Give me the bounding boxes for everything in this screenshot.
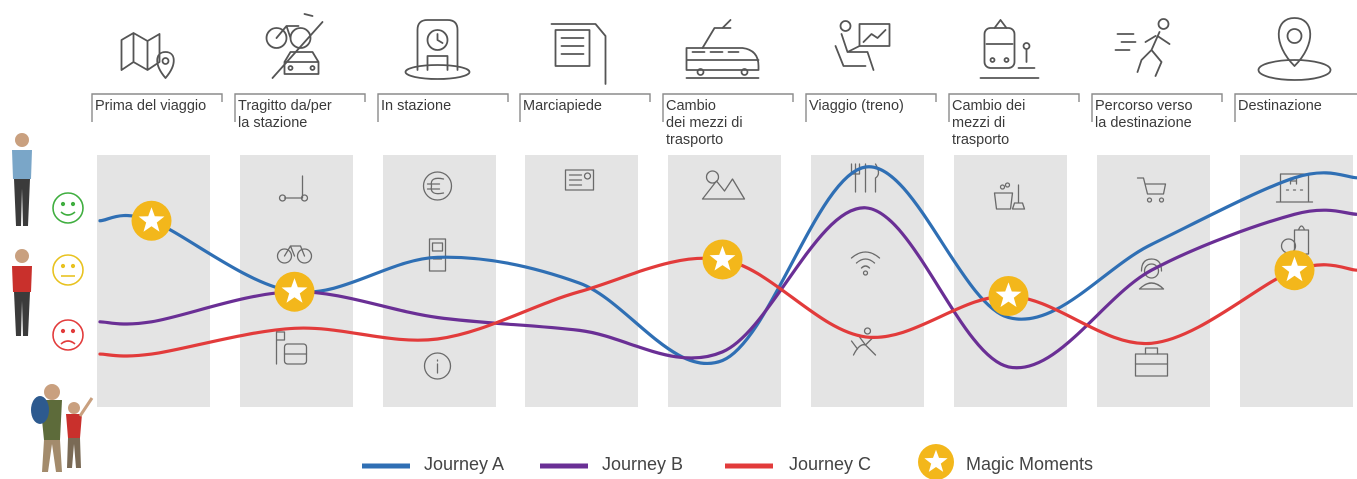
- sad-face-icon: [52, 319, 84, 351]
- magic-moment-stars: [131, 200, 1315, 316]
- stage-band: [668, 155, 781, 407]
- magic-star-icon: [918, 444, 954, 479]
- stage-brackets: [91, 93, 1357, 122]
- business-person-figure: [12, 133, 32, 226]
- stage-label: Marciapiede: [523, 98, 602, 114]
- restaurant-icon: [850, 163, 880, 193]
- stage-bracket: [1234, 93, 1357, 122]
- stage-bracket: [377, 93, 509, 122]
- stage-label: Cambio dei mezzi di trasporto: [666, 98, 743, 148]
- euro-icon: [422, 171, 453, 201]
- legend-journey-c-label: Journey C: [789, 454, 872, 474]
- tram-icon: [685, 19, 760, 79]
- magic-moment-star: [1274, 250, 1315, 291]
- stage-label: Destinazione: [1238, 98, 1322, 114]
- stage-bracket: [948, 93, 1080, 122]
- legend-star-icon: [918, 444, 954, 479]
- mountains-icon: [701, 170, 746, 200]
- relax-icon: [850, 327, 877, 356]
- luggage-icon: [1134, 347, 1169, 377]
- stage-bracket: [1091, 93, 1223, 122]
- stage-label: Prima del viaggio: [95, 98, 207, 114]
- magic-moment-star: [131, 200, 172, 241]
- train-luggage-icon: [979, 19, 1040, 79]
- neutral-face-icon: [52, 254, 84, 286]
- stage-band: [525, 155, 638, 407]
- hikers-figure: [31, 384, 94, 472]
- happy-face-icon: [52, 192, 84, 224]
- stage-band: [97, 155, 210, 407]
- stage-label: Cambio dei mezzi di trasporto: [952, 98, 1026, 148]
- legend: [362, 444, 954, 479]
- hotel-icon: [1275, 173, 1314, 203]
- emotion-faces: [52, 192, 84, 351]
- stage-bracket: [805, 93, 937, 122]
- departure-board-icon: [564, 169, 595, 191]
- info-icon: [423, 352, 452, 380]
- stage-bands: [97, 155, 1353, 407]
- stage-band: [383, 155, 496, 407]
- legend-journey-a-label: Journey A: [424, 454, 505, 474]
- magic-moment-star: [702, 239, 743, 280]
- stage-icons: [120, 13, 1332, 85]
- scooter-icon: [278, 175, 309, 202]
- stage-label: In stazione: [381, 98, 452, 114]
- destination-pin-icon: [1257, 17, 1332, 81]
- wifi-icon: [850, 251, 881, 276]
- stage-label: Tragitto da/per la stazione: [238, 98, 332, 131]
- cleaning-icon: [993, 182, 1026, 210]
- passenger-seat-icon: [834, 20, 891, 71]
- stage-bracket: [234, 93, 366, 122]
- shopping-cart-icon: [1136, 177, 1167, 203]
- stage-bracket: [519, 93, 651, 122]
- magic-moment-star: [988, 276, 1029, 316]
- walking-person-icon: [1114, 18, 1171, 77]
- station-clock-icon: [404, 19, 471, 80]
- parking-car-icon: [275, 331, 308, 365]
- persona-figures: [12, 133, 94, 472]
- stage-label: Percorso verso la destinazione: [1095, 98, 1193, 131]
- legend-magic-label: Magic Moments: [966, 454, 1094, 474]
- stage-band: [1097, 155, 1210, 407]
- platform-board-icon: [550, 23, 607, 85]
- woman-figure: [12, 249, 32, 336]
- stage-bracket: [662, 93, 794, 122]
- stage-label: Viaggio (treno): [809, 98, 904, 114]
- map-pin-icon: [120, 32, 175, 79]
- magic-moment-star: [274, 271, 315, 312]
- bike-car-icon: [265, 13, 324, 79]
- stage-bracket: [91, 93, 223, 122]
- legend-journey-b-label: Journey B: [602, 454, 684, 474]
- moment-icons: [275, 163, 1314, 380]
- bicycle-icon: [276, 245, 313, 264]
- service-agent-icon: [1138, 258, 1165, 290]
